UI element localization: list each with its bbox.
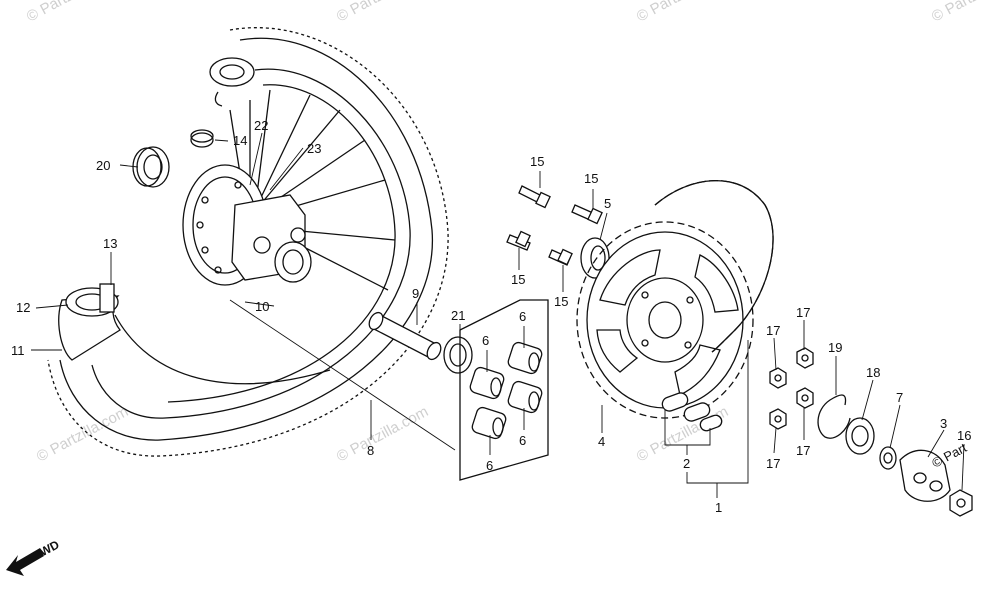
watermark-text: © Partzilla.com <box>634 0 731 26</box>
damper <box>507 380 543 414</box>
watermark-text: © Partzilla.com <box>334 0 431 26</box>
callout-1: 1 <box>715 500 722 515</box>
tube-valve <box>99 283 115 313</box>
damper <box>469 366 505 400</box>
callout-10: 10 <box>255 299 269 314</box>
callout-7: 7 <box>896 390 903 405</box>
callout-17: 17 <box>766 456 780 471</box>
stud <box>571 204 603 225</box>
watermark-text: © Partzilla.com <box>34 403 131 465</box>
callout-9: 9 <box>412 286 419 301</box>
nut <box>796 347 814 369</box>
callout-22: 22 <box>254 118 268 133</box>
callout-15: 15 <box>511 272 525 287</box>
callout-6: 6 <box>519 309 526 324</box>
callout-23: 23 <box>307 141 321 156</box>
callout-19: 19 <box>828 340 842 355</box>
callout-2: 2 <box>683 456 690 471</box>
callout-15: 15 <box>554 294 568 309</box>
callout-3: 3 <box>940 416 947 431</box>
stud <box>506 230 531 251</box>
master-link <box>661 392 723 432</box>
fwd-arrow: FWD <box>6 537 62 576</box>
callout-17: 17 <box>796 305 810 320</box>
callout-14: 14 <box>233 133 247 148</box>
nut <box>769 367 787 389</box>
circlip <box>817 394 851 439</box>
tire-top-cutaway <box>209 57 255 107</box>
callout-6: 6 <box>486 458 493 473</box>
stud <box>518 185 551 209</box>
watermark-text: © Partzilla.com <box>929 0 994 26</box>
callout-6: 6 <box>482 333 489 348</box>
callout-16: 16 <box>957 428 971 443</box>
damper-group <box>459 299 549 481</box>
callout-18: 18 <box>866 365 880 380</box>
watermark-text: © Partzilla.com <box>334 403 431 465</box>
bearing-18 <box>845 417 875 455</box>
callout-21: 21 <box>451 308 465 323</box>
studs <box>506 185 603 266</box>
callout-4: 4 <box>598 434 605 449</box>
callout-8: 8 <box>367 443 374 458</box>
callout-15: 15 <box>530 154 544 169</box>
axle-sleeve <box>368 311 442 361</box>
collar <box>879 446 897 470</box>
callout-labels: 1 2 3 4 5 6 6 6 6 7 8 9 10 11 12 13 14 1… <box>11 118 971 515</box>
callout-13: 13 <box>103 236 117 251</box>
nut <box>769 408 787 430</box>
hub <box>182 164 312 286</box>
watermark-text: © Partzilla.com <box>24 0 121 26</box>
callout-12: 12 <box>16 300 30 315</box>
adjuster-plate <box>899 449 951 502</box>
nut <box>796 387 814 409</box>
nuts <box>769 347 814 430</box>
watermarks: © Partzilla.com © Partzilla.com © Partzi… <box>24 0 994 466</box>
callout-17: 17 <box>796 443 810 458</box>
bearing-20 <box>132 146 170 188</box>
callout-5: 5 <box>604 196 611 211</box>
callout-20: 20 <box>96 158 110 173</box>
callout-17: 17 <box>766 323 780 338</box>
damper <box>471 406 507 440</box>
callout-6: 6 <box>519 433 526 448</box>
stud <box>548 248 573 266</box>
axle-nut <box>949 489 973 517</box>
hub-boss <box>274 241 312 283</box>
bearing-21 <box>443 336 473 374</box>
arrow-icon <box>6 548 44 576</box>
tire-cutaway <box>58 283 331 385</box>
leader-lines <box>31 132 965 498</box>
callout-15: 15 <box>584 171 598 186</box>
damper <box>507 341 543 375</box>
fwd-label: FWD <box>31 537 62 562</box>
hub-cap <box>190 129 214 148</box>
callout-11: 11 <box>11 343 25 358</box>
sprocket <box>576 221 754 419</box>
chain <box>654 179 774 353</box>
